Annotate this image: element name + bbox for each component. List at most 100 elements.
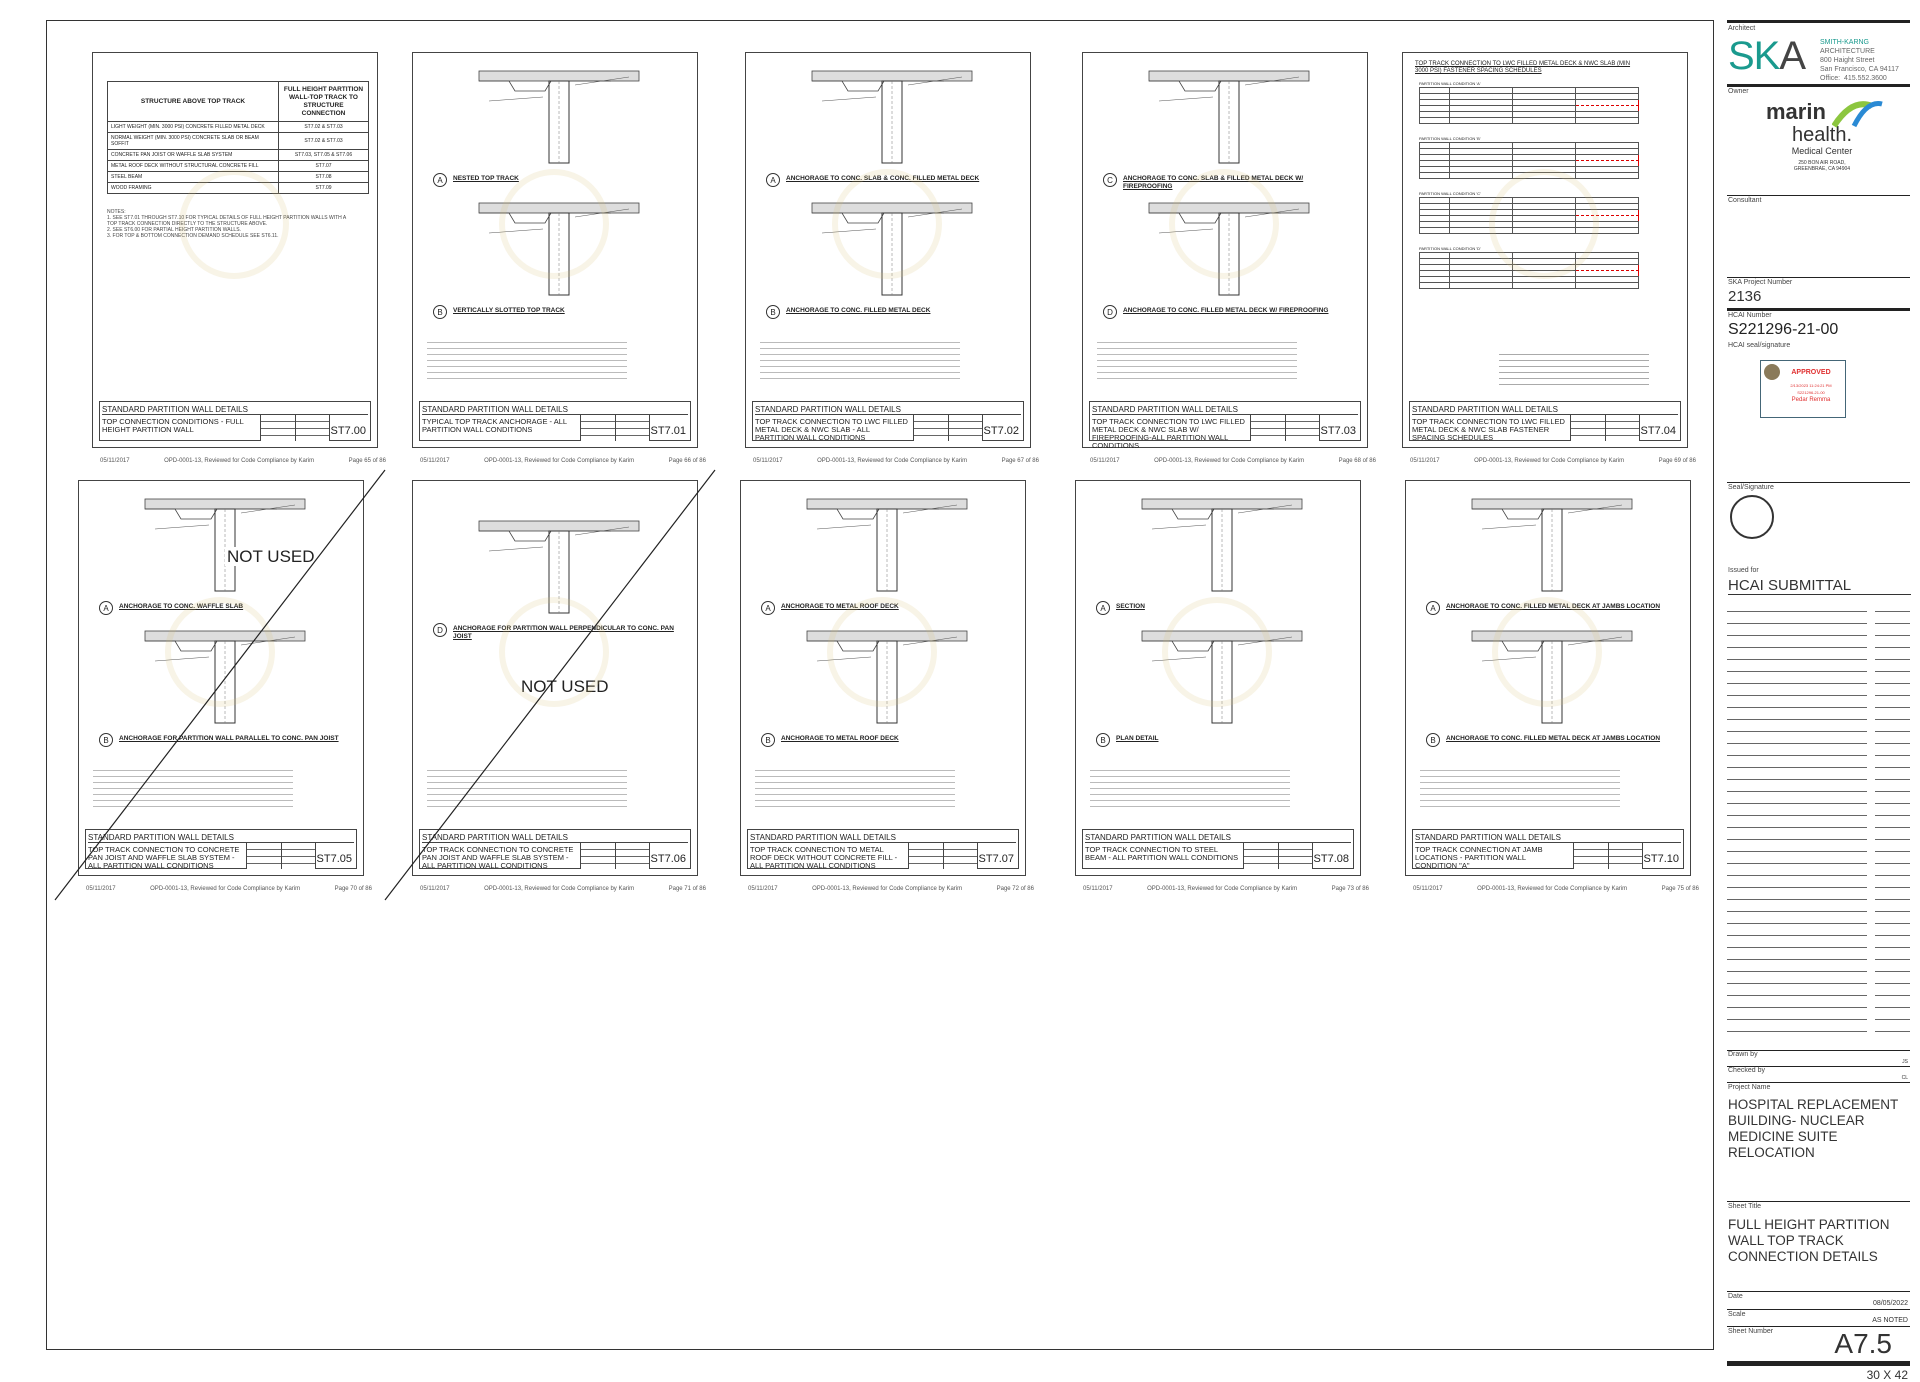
firm-name-2: ARCHITECTURE — [1820, 48, 1875, 55]
set-title: STANDARD PARTITION WALL DETAILS — [755, 403, 1021, 415]
drawn-by-label: Drawn by — [1728, 1051, 1758, 1058]
checked-by-label: Checked by — [1728, 1067, 1765, 1074]
project-number-label: SKA Project Number — [1728, 279, 1793, 286]
revision-grid — [580, 415, 650, 441]
sheet-title-block: STANDARD PARTITION WALL DETAILS TOP TRAC… — [747, 829, 1019, 870]
sheet-title-block: STANDARD PARTITION WALL DETAILS TOP TRAC… — [1412, 829, 1684, 870]
sheet-title: TOP TRACK CONNECTION AT JAMB LOCATIONS -… — [1415, 845, 1543, 870]
owner-label: Owner — [1728, 88, 1749, 95]
footer-page: Page 68 of 86 — [1338, 458, 1376, 464]
revision-lines — [1727, 600, 1910, 1040]
table-row: NORMAL WEIGHT (MIN. 3000 PSI) CONCRETE S… — [107, 132, 369, 150]
stamp-number: S221296-21-00 — [1797, 390, 1825, 395]
code-compliance-seal-watermark — [1162, 597, 1272, 707]
sheet-title: TOP TRACK CONNECTION TO METAL ROOF DECK … — [750, 845, 898, 870]
detail-sketch — [1148, 70, 1310, 164]
notes-block — [427, 765, 627, 811]
project-number: 2136 — [1728, 288, 1762, 305]
owner-logo-text-3: Medical Center — [1791, 146, 1853, 156]
revision-grid — [580, 843, 650, 869]
consultant-label: Consultant — [1728, 197, 1762, 204]
date-label: Date — [1728, 1293, 1743, 1300]
marin-health-logo: marin health. Medical Center 250 BON AIR… — [1752, 100, 1892, 172]
revision-grid — [1243, 843, 1313, 869]
set-title: STANDARD PARTITION WALL DETAILS — [1085, 831, 1351, 843]
notes-block — [1499, 349, 1649, 389]
footer-page: Page 71 of 86 — [668, 886, 706, 892]
footer-review: OPD-0001-13, Reviewed for Code Complianc… — [1477, 886, 1628, 892]
sheet-title: TOP TRACK CONNECTION TO LWC FILLED METAL… — [755, 417, 908, 442]
set-title: STANDARD PARTITION WALL DETAILS — [1412, 403, 1678, 415]
revision-grid — [1250, 415, 1320, 441]
detail-tag: B — [1426, 733, 1440, 747]
sheet-title: TOP TRACK CONNECTION TO LWC FILLED METAL… — [1412, 417, 1565, 442]
code-compliance-seal-watermark — [165, 597, 275, 707]
detail-tag: B — [99, 733, 113, 747]
sheet-number: ST7.00 — [330, 425, 366, 437]
schedule-label: PARTITION WALL CONDITION 'B' — [1419, 136, 1481, 141]
footer-date: 05/11/2017 — [748, 886, 778, 892]
footer-page: Page 72 of 86 — [996, 886, 1034, 892]
detail-tag: D — [1103, 305, 1117, 319]
scale: AS NOTED — [1872, 1317, 1908, 1324]
detail-sketch — [806, 498, 968, 592]
notes-block — [427, 337, 627, 383]
code-compliance-seal-watermark — [1492, 597, 1602, 707]
detail-tag: C — [1103, 173, 1117, 187]
detail-sketch — [811, 70, 973, 164]
table-cell: ST7.08 — [278, 171, 369, 183]
drawn-by: JS — [1902, 1059, 1908, 1065]
notes-block — [755, 765, 955, 811]
stamp-date: 2/13/2023 11:24:21 PM — [1790, 383, 1832, 388]
sheet-number-label: Sheet Number — [1728, 1328, 1774, 1335]
code-compliance-seal-watermark — [499, 597, 609, 707]
table-cell: LIGHT WEIGHT (MIN. 3000 PSI) CONCRETE FI… — [107, 121, 279, 133]
footer-date: 05/11/2017 — [420, 458, 450, 464]
table-header: STRUCTURE ABOVE TOP TRACK — [107, 81, 279, 122]
sheet-number: ST7.05 — [316, 853, 352, 865]
footer-review: OPD-0001-13, Reviewed for Code Complianc… — [1474, 458, 1625, 464]
detail-tag: B — [761, 733, 775, 747]
detail-sketch — [478, 70, 640, 164]
sheet-number: ST7.03 — [1320, 425, 1356, 437]
code-compliance-seal-watermark — [179, 169, 289, 279]
table-cell: ST7.03, ST7.05 & ST7.06 — [278, 149, 369, 161]
project-name: HOSPITAL REPLACEMENT BUILDING- NUCLEAR M… — [1728, 1097, 1899, 1160]
detail-title: ANCHORAGE FOR PARTITION WALL PARALLEL TO… — [119, 735, 339, 742]
notes-block — [1420, 765, 1620, 811]
owner-address-1: 250 BON AIR ROAD, — [1798, 160, 1846, 166]
set-title: STANDARD PARTITION WALL DETAILS — [88, 831, 354, 843]
footer-date: 05/11/2017 — [86, 886, 116, 892]
detail-title: VERTICALLY SLOTTED TOP TRACK — [453, 307, 565, 314]
state-seal-icon — [1764, 364, 1780, 380]
detail-tag: A — [1096, 601, 1110, 615]
note-line: NOTES: — [107, 209, 126, 215]
sheet-number: ST7.04 — [1640, 425, 1676, 437]
revision-grid — [913, 415, 983, 441]
hcai-approval-stamp: APPROVED 2/13/2023 11:24:21 PM S221296-2… — [1760, 360, 1846, 418]
footer-date: 05/11/2017 — [1090, 458, 1120, 464]
architect-seal-icon — [1730, 495, 1774, 539]
table-cell: ST7.02 & ST7.03 — [278, 121, 369, 133]
sheet-title: TYPICAL TOP TRACK ANCHORAGE - ALL PARTIT… — [422, 417, 567, 434]
table-cell: NORMAL WEIGHT (MIN. 3000 PSI) CONCRETE S… — [107, 132, 279, 150]
revision-grid — [260, 415, 330, 441]
set-title: STANDARD PARTITION WALL DETAILS — [1415, 831, 1681, 843]
sheet-title-label: Sheet Title — [1728, 1203, 1762, 1210]
notes-block — [93, 765, 293, 811]
fastener-spacing-table — [1419, 87, 1639, 124]
sheet-title-block: STANDARD PARTITION WALL DETAILS TOP CONN… — [99, 401, 371, 441]
set-title: STANDARD PARTITION WALL DETAILS — [750, 831, 1016, 843]
hcai-number-label: HCAI Number — [1728, 312, 1772, 319]
detail-sheet-st7-04: TOP TRACK CONNECTION TO LWC FILLED METAL… — [1402, 52, 1688, 448]
